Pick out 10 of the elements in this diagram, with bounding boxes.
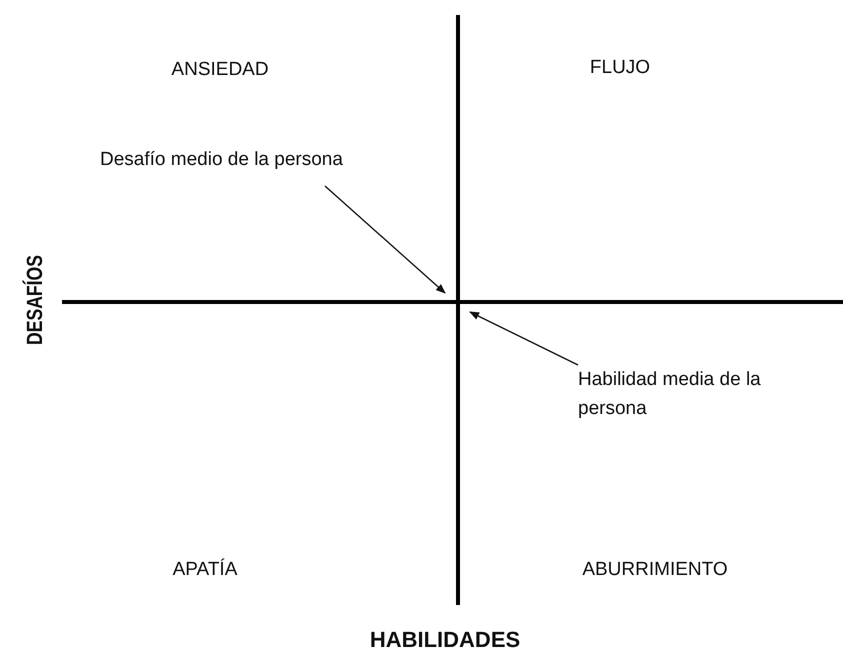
leader-arrow — [324, 186, 446, 294]
annotation-text: Desafío medio de la persona — [100, 148, 344, 172]
axis-title: DESAFÍOS — [22, 255, 48, 345]
annotation-text: Habilidad media de la persona — [578, 368, 762, 421]
quadrant-label: ABURRIMIENTO — [582, 559, 728, 581]
quadrant-label: ANSIEDAD — [171, 59, 269, 81]
quadrant-label: FLUJO — [590, 57, 650, 79]
quadrant-label: APATÍA — [172, 559, 238, 581]
leader-arrow — [469, 311, 578, 366]
axis-title: HABILIDADES — [370, 627, 520, 653]
